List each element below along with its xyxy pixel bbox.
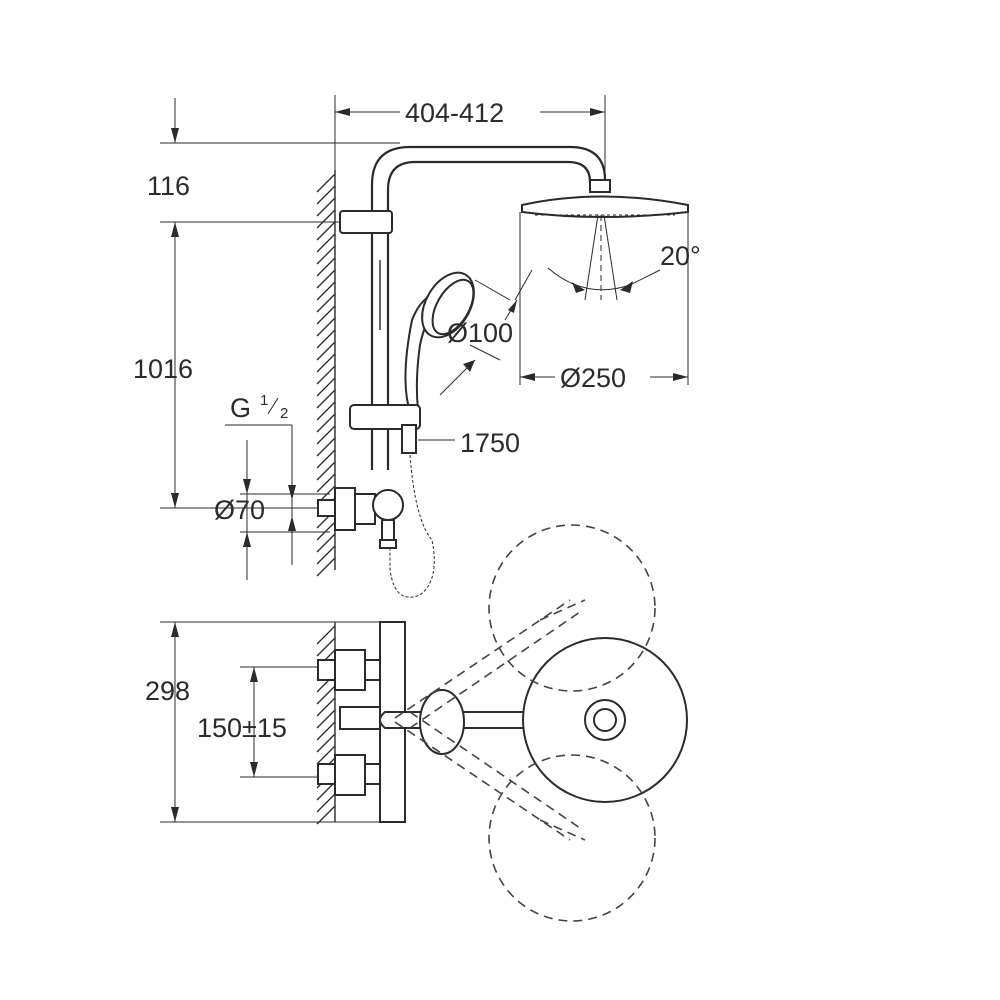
wall-hatch-line [316,257,336,277]
wall-hatch-line [316,185,336,205]
wall-hatch-line [316,293,336,313]
dimension-angle: 20° [547,241,701,293]
wall-hatch-line [316,709,336,729]
wall-top [316,622,336,825]
wall-hatch-line [316,389,336,409]
swivel-positions [394,524,656,922]
mixer-valve [317,487,404,549]
label-thread: G [230,393,251,423]
top-view: 298 150±15 [145,524,688,922]
wall-hatch-line [316,377,336,397]
wall-hatch-line [316,745,336,765]
wall-hatch-line [316,221,336,241]
wall-hatch-line [316,401,336,421]
wall-hatch-line [316,329,336,349]
label-top-offset: 116 [147,171,190,201]
wall-hatch-line [316,533,336,553]
label-hand-diameter: Ø100 [447,318,513,348]
wall-hatch-line [316,365,336,385]
label-depth: 298 [145,676,190,706]
wall-hatch-line [316,353,336,373]
label-head-diameter: Ø250 [560,363,626,393]
wall-hatch-line [316,305,336,325]
riser-pipe [370,145,607,470]
wall-hatch-line [316,545,336,565]
label-width: 404-412 [405,98,504,128]
label-thread-num: 1 [260,392,268,409]
wall-hatch-line [316,281,336,301]
wall-hatch-line [316,805,336,825]
wall-hatch-line [316,437,336,457]
label-angle: 20° [660,241,701,271]
hose-connector [401,424,417,454]
wall-hatch-line [316,341,336,361]
dimension-298: 298 [145,622,190,822]
label-thread-den: 2 [280,405,288,422]
wall-bracket [339,210,393,234]
wall-hatch-line [316,449,336,469]
dimension-1016: 1016 [133,222,193,508]
dimension-250: Ø250 [520,363,688,393]
overhead-shower-head [519,179,689,385]
side-view: 116 1016 404-412 [133,95,701,598]
label-spacing: 150±15 [197,713,287,743]
hand-shower [404,269,533,414]
wall-hatch-line [316,793,336,813]
dimension-116: 116 [147,98,190,237]
hose [389,454,435,598]
wall-hatch-line [316,461,336,481]
slider-holder [349,404,421,430]
dimension-70: Ø70 [214,440,330,580]
wall-hatch-line [316,625,336,645]
wall-hatch-line [316,413,336,433]
wall-hatch-line [316,209,336,229]
label-hose: 1750 [460,428,520,458]
dimension-100: Ø100 [439,299,518,396]
wall-hatch-line [316,425,336,445]
wall-hatch-line [316,697,336,717]
wall-hatch-line [316,173,336,193]
dimension-150: 150±15 [197,667,287,777]
wall-hatch-line [316,233,336,253]
wall-hatch-line [316,269,336,289]
shower-head-top [522,637,688,803]
dimension-404-412: 404-412 [334,95,606,185]
wall-hatch-line [316,637,336,657]
dimension-thread: G 1 2 [225,392,296,565]
wall-hatch-line [316,685,336,705]
wall-hatch-line [316,733,336,753]
wall-hatch-line [316,473,336,493]
wall-hatch-line [316,521,336,541]
label-height: 1016 [133,354,193,384]
label-pipe-diameter: Ø70 [214,495,265,525]
wall-hatch-line [316,557,336,577]
wall-hatch-line [316,197,336,217]
wall-hatch-line [316,245,336,265]
wall-hatch-line [316,317,336,337]
wall-hatch-line [316,721,336,741]
